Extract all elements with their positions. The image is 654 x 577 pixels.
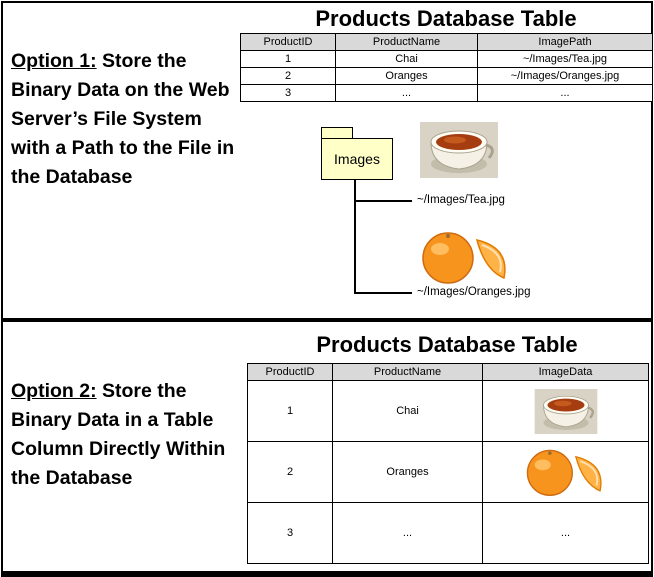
table-header-row: ProductID ProductName ImagePath	[240, 33, 653, 51]
tea-image	[420, 122, 498, 178]
folder-tab	[321, 127, 353, 138]
table-row: 3 ... ...	[240, 84, 653, 102]
cell-imagedata	[482, 441, 649, 503]
products-table-imagepath: ProductID ProductName ImagePath 1 Chai ~…	[240, 33, 653, 102]
cell-productid: 2	[247, 441, 333, 503]
option1-text: Store the Binary Data on the Web Server’…	[11, 50, 235, 188]
cell-productname: Chai	[332, 380, 483, 442]
option1-description: Option 1: Store the Binary Data on the W…	[11, 47, 243, 192]
table-row: 3 ... ...	[247, 502, 649, 564]
column-header-productname: ProductName	[332, 363, 483, 381]
cell-productid: 3	[240, 84, 336, 102]
cell-productname: ...	[332, 502, 483, 564]
option1-panel: Products Database Table Option 1: Store …	[1, 1, 653, 320]
cell-productid: 2	[240, 67, 336, 85]
column-header-imagedata: ImageData	[482, 363, 649, 381]
option2-panel: Products Database Table Option 2: Store …	[1, 320, 653, 577]
cell-imagedata	[482, 380, 649, 442]
table-row: 1 Chai ~/Images/Tea.jpg	[240, 50, 653, 68]
images-folder-icon: Images	[321, 127, 393, 180]
cell-productname: Oranges	[332, 441, 483, 503]
oranges-image	[521, 446, 610, 498]
column-header-productid: ProductID	[247, 363, 333, 381]
file-path-tea: ~/Images/Tea.jpg	[417, 194, 505, 206]
table-row: 2 Oranges	[247, 441, 649, 503]
table-header-row: ProductID ProductName ImageData	[247, 363, 649, 381]
table-row: 2 Oranges ~/Images/Oranges.jpg	[240, 67, 653, 85]
tree-branch-oranges	[354, 292, 412, 294]
tree-branch-tea	[354, 200, 412, 202]
cell-productname: ...	[335, 84, 478, 102]
column-header-productid: ProductID	[240, 33, 336, 51]
option1-table-title: Products Database Table	[315, 6, 577, 31]
products-table-imagedata: ProductID ProductName ImageData 1 Chai	[247, 363, 649, 564]
option1-label: Option 1:	[11, 50, 97, 72]
tree-vertical-line	[354, 179, 356, 294]
oranges-image	[417, 228, 515, 286]
cell-productid: 3	[247, 502, 333, 564]
tea-image	[534, 388, 597, 434]
cell-productid: 1	[240, 50, 336, 68]
folder-body: Images	[321, 138, 393, 180]
column-header-productname: ProductName	[335, 33, 478, 51]
file-path-oranges: ~/Images/Oranges.jpg	[417, 286, 531, 298]
cell-productid: 1	[247, 380, 333, 442]
table-row: 1 Chai	[247, 380, 649, 442]
column-header-imagepath: ImagePath	[477, 33, 653, 51]
cell-imagepath: ~/Images/Tea.jpg	[477, 50, 653, 68]
folder-label: Images	[334, 151, 380, 167]
option2-label: Option 2:	[11, 380, 97, 402]
cell-productname: Chai	[335, 50, 478, 68]
cell-imagepath: ~/Images/Oranges.jpg	[477, 67, 653, 85]
option2-text: Store the Binary Data in a Table Column …	[11, 380, 226, 489]
cell-imagedata: ...	[482, 502, 649, 564]
cell-productname: Oranges	[335, 67, 478, 85]
option2-description: Option 2: Store the Binary Data in a Tab…	[11, 377, 243, 493]
cell-imagepath: ...	[477, 84, 653, 102]
option2-table-title: Products Database Table	[316, 332, 578, 357]
